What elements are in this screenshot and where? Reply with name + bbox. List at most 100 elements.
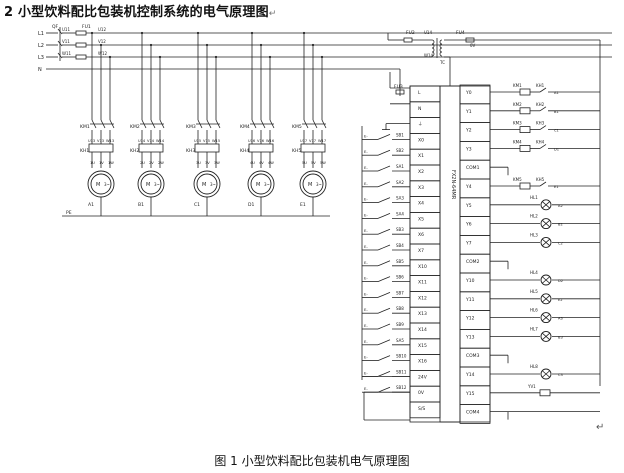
input-terminal: [409, 101, 441, 119]
output-terminal: [459, 310, 491, 330]
phase-label: L3: [38, 55, 44, 61]
terminal-tag: W15: [212, 139, 220, 143]
output-terminal-label: Y5: [465, 203, 472, 209]
input-terminal-label: X14: [418, 327, 427, 333]
switch-contact: [377, 276, 391, 282]
switch-contact: [377, 260, 391, 267]
motor-letter: M: [96, 182, 100, 188]
valve-coil: [539, 389, 551, 397]
phase-label: L1: [38, 31, 44, 37]
fuse-symbol: [75, 42, 87, 48]
terminal-tag: 4V: [259, 161, 264, 165]
input-terminal: [409, 132, 441, 150]
lamp-label: HL8: [530, 364, 538, 369]
switch-label: SB9: [396, 322, 404, 327]
coil-tag: A1: [554, 91, 559, 95]
overload-label: KH2: [130, 148, 139, 154]
overload-contact: [539, 106, 547, 112]
output-terminal-label: Y10: [465, 278, 475, 284]
output-terminal-label: Y6: [465, 222, 472, 228]
switch-label: SA1: [396, 164, 404, 169]
phase-label: L2: [38, 43, 44, 49]
overload-label: KH5: [536, 177, 545, 182]
terminal-tag: 2V: [149, 161, 154, 165]
output-terminal-label: Y2: [465, 128, 472, 134]
lamp-label: HL1: [530, 195, 538, 200]
switch-contact: [377, 165, 391, 172]
switch-contact: [377, 181, 391, 188]
lamp-tag: A3: [558, 317, 563, 321]
output-terminal-label: COM3: [466, 353, 480, 359]
terminal-tag: V16: [257, 139, 265, 143]
terminal-tag: V13: [97, 139, 104, 143]
motor-name: B1: [138, 202, 144, 208]
switch-contact: [377, 213, 391, 219]
input-terminal-label: X16: [418, 359, 427, 365]
fuse-symbol: [403, 37, 413, 43]
input-terminal: [409, 227, 441, 245]
switch-actuator: E-: [364, 276, 368, 281]
fuse-symbol: [395, 89, 405, 95]
motor-symbol: [299, 170, 327, 198]
output-terminal-label: Y11: [465, 297, 475, 303]
terminal-tag: U15: [194, 139, 201, 143]
switch-label: SB5: [396, 259, 404, 264]
indicator-lamp: [540, 236, 552, 248]
lamp-cross: [541, 294, 551, 303]
motor-name: A1: [88, 202, 94, 208]
overload-relay: [138, 143, 164, 153]
lamp-cross: [541, 219, 551, 228]
input-terminal-label: X6: [418, 232, 424, 238]
fuse-symbol: [75, 30, 87, 36]
terminal-tag: 1W: [108, 161, 114, 165]
page-heading: 2 小型饮料配比包装机控制系统的电气原理图↵: [4, 1, 277, 20]
input-terminal-label: ⏚: [418, 121, 423, 128]
transformer-label: TC: [439, 60, 445, 65]
input-terminal-label: X2: [418, 169, 424, 175]
switch-label: SA2: [396, 180, 404, 185]
contactor-label: KM5: [292, 124, 302, 130]
motor-phase: 3~: [264, 182, 270, 187]
output-terminal-label: Y7: [465, 240, 472, 246]
switch-actuator: E-: [364, 291, 368, 296]
lamp-label: HL4: [530, 270, 538, 275]
coil-label: KM5: [513, 177, 522, 182]
pe-label: PE: [66, 210, 72, 216]
transformer-winding: [439, 47, 443, 53]
lamp-tag: B3: [558, 335, 563, 339]
contactor-label: KM3: [186, 124, 196, 130]
input-terminal-label: X5: [418, 216, 424, 222]
relay-coil: [519, 107, 531, 115]
transformer-winding: [431, 39, 435, 45]
contactor-label: KM1: [80, 124, 90, 130]
output-terminal: [459, 272, 491, 293]
motor-name: D1: [248, 202, 254, 208]
switch-label: SA3: [396, 196, 404, 201]
switch-contact: [377, 244, 391, 251]
output-terminal: [459, 385, 491, 405]
terminal-tag: 3U: [196, 161, 201, 165]
terminal-tag: 5W: [320, 161, 326, 165]
switch-label: SB3: [396, 227, 404, 232]
output-terminal-label: Y14: [465, 372, 475, 378]
output-terminal-label: Y15: [465, 391, 475, 397]
lamp-cross: [541, 200, 551, 209]
relay-coil: [519, 88, 531, 96]
input-terminal-label: 0V: [418, 390, 425, 396]
input-terminal: [409, 243, 441, 261]
input-terminal: [409, 385, 441, 403]
output-terminal: [459, 103, 491, 124]
switch-actuator: E-: [364, 339, 368, 344]
output-terminal: [459, 84, 491, 105]
switch-contact: [377, 355, 391, 361]
output-terminal: [459, 234, 491, 255]
input-terminal: [409, 211, 441, 229]
lamp-tag: C2: [558, 241, 563, 245]
switch-contact: [377, 307, 391, 314]
bus-tag: W12: [98, 51, 108, 56]
indicator-lamp: [540, 199, 552, 211]
overload-label: KH1: [536, 83, 545, 88]
lamp-label: HL5: [530, 289, 538, 294]
switch-contact: [377, 292, 391, 298]
output-terminal-label: Y12: [465, 316, 475, 322]
